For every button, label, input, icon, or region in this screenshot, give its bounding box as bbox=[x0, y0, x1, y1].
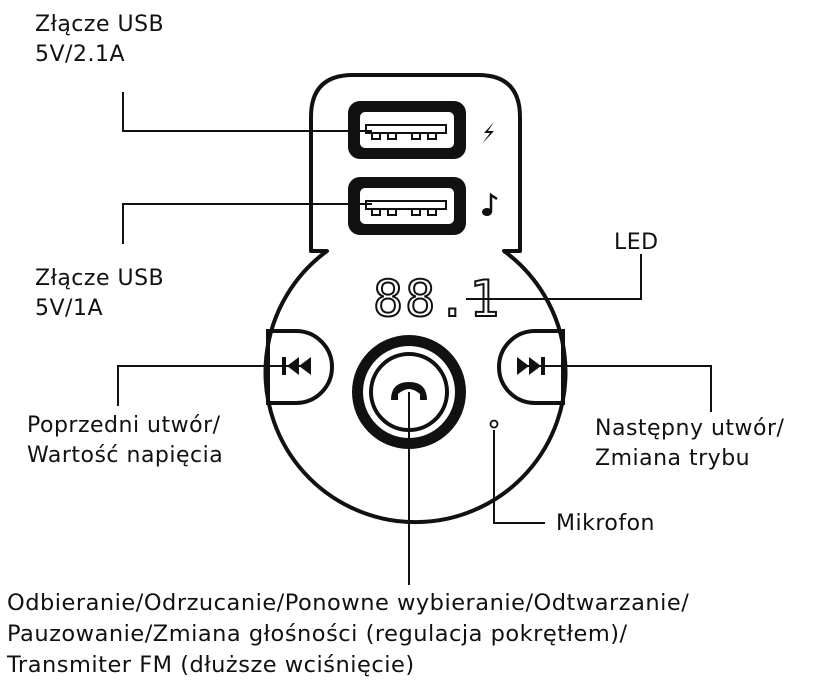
label-main-button: Odbieranie/Odrzucanie/Ponowne wybieranie… bbox=[7, 588, 689, 681]
label-main-line1: Odbieranie/Odrzucanie/Ponowne wybieranie… bbox=[7, 590, 690, 616]
label-usb-top-line2: 5V/2.1A bbox=[35, 42, 125, 67]
label-usb-top-line1: Złącze USB bbox=[35, 12, 165, 37]
leader-usb-bottom bbox=[122, 203, 372, 244]
label-usb-bottom-line2: 5V/1A bbox=[35, 296, 104, 321]
label-main-line3: Transmiter FM (dłuższe wciśnięcie) bbox=[7, 652, 415, 678]
music-note-icon bbox=[482, 192, 498, 216]
leader-led bbox=[466, 254, 642, 300]
label-usb-bottom: Złącze USB 5V/1A bbox=[35, 264, 164, 324]
leader-prev bbox=[117, 365, 311, 406]
label-main-line2: Pauzowanie/Zmiana głośności (regulacja p… bbox=[7, 621, 628, 647]
label-next-line1: Następny utwór/ bbox=[595, 416, 785, 441]
label-prev-line2: Wartość napięcia bbox=[27, 443, 224, 468]
lightning-icon bbox=[482, 122, 494, 144]
next-button[interactable] bbox=[497, 329, 565, 405]
usb-port-top[interactable] bbox=[348, 101, 466, 159]
label-mic-text: Mikrofon bbox=[556, 511, 656, 536]
usb-port-bottom[interactable] bbox=[348, 177, 466, 235]
label-next-line2: Zmiana trybu bbox=[595, 446, 751, 471]
label-prev: Poprzedni utwór/ Wartość napięcia bbox=[27, 411, 223, 471]
label-next: Następny utwór/ Zmiana trybu bbox=[595, 414, 784, 474]
leader-mic bbox=[493, 430, 545, 524]
label-usb-bottom-line1: Złącze USB bbox=[35, 266, 165, 291]
label-usb-top: Złącze USB 5V/2.1A bbox=[35, 10, 164, 70]
label-led-text: LED bbox=[614, 230, 659, 255]
leader-usb-top bbox=[122, 92, 372, 132]
label-mic: Mikrofon bbox=[556, 509, 655, 539]
prev-button[interactable] bbox=[266, 329, 334, 405]
label-prev-line1: Poprzedni utwór/ bbox=[27, 413, 221, 438]
phone-icon bbox=[391, 382, 427, 400]
microphone-hole bbox=[489, 419, 499, 429]
label-led: LED bbox=[614, 228, 659, 258]
leader-next bbox=[517, 365, 712, 412]
